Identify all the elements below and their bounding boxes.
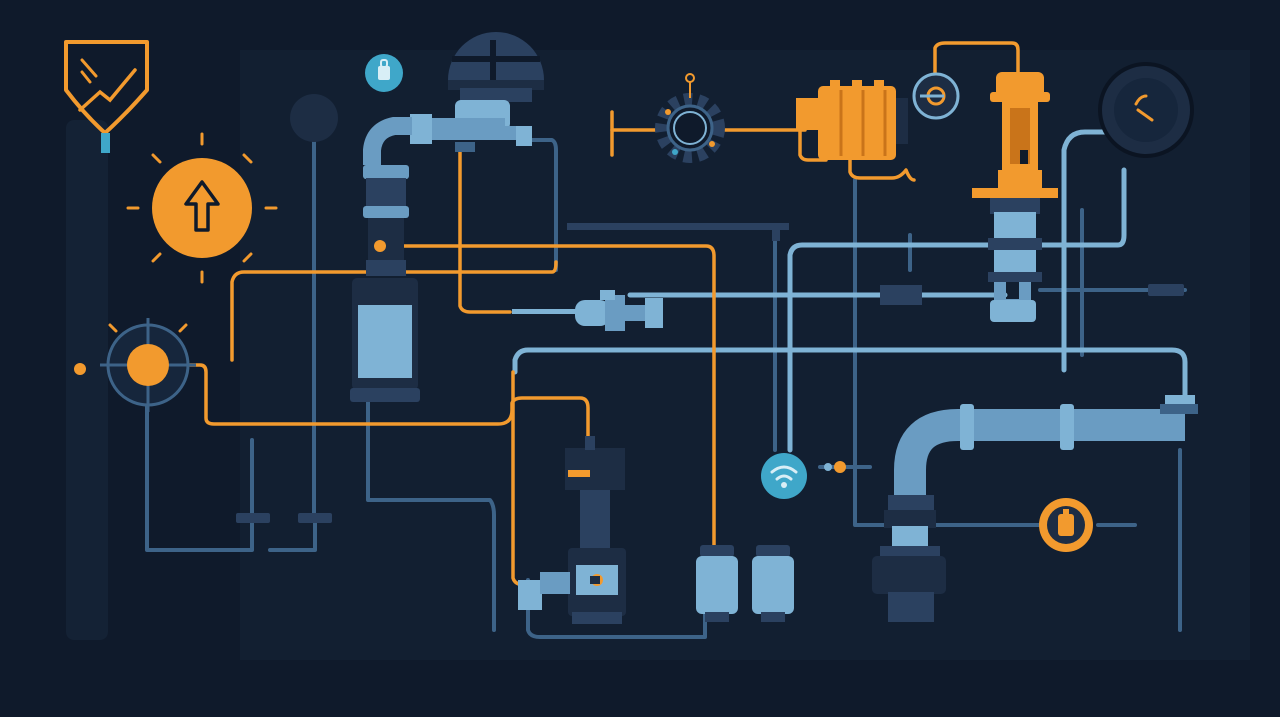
thin-pipe [268,518,317,552]
horizontal-rail [567,223,789,230]
shield-chart-line [78,68,137,112]
pipe-elbow [363,117,412,165]
dark-ball [290,94,338,142]
orange-wire-network [188,41,1020,587]
shield-tag [101,133,110,153]
shield-chart-icon [64,40,149,153]
sun-disc [152,158,252,258]
small-cylinders [696,545,794,622]
orange-cylinder-column [972,72,1058,322]
pipe-feet [236,284,1184,523]
sun-arrow-up-icon [126,132,278,284]
orange-wire [378,244,716,547]
light-pipe [512,347,1188,398]
light-pipe [1061,129,1123,373]
light-pipe [787,167,1127,453]
lock-badge-icon [365,54,403,92]
orange-wire [933,41,1020,97]
background-left-bar [66,120,108,640]
thin-pipe [366,398,496,632]
orange-wire [230,260,558,362]
pipe-foot [298,513,332,523]
sun-rays [126,132,278,284]
valve-dial-icon [1098,62,1194,158]
target-core [127,344,169,386]
target-tick [178,323,188,333]
tank-window [358,305,412,378]
rail-post [772,223,780,241]
vertical-pipe-stack [350,117,420,402]
valve-wheel-icon [410,32,544,152]
thin-pipe [145,398,254,552]
thin-pipe [526,578,707,639]
orange-wire [798,118,828,162]
orange-wire [848,148,916,182]
wifi-badge-icon [761,453,846,499]
target-dot [74,363,86,375]
orange-wire [188,363,590,442]
thin-pipe [528,138,558,272]
shield-outline [64,40,149,135]
control-box-tower [518,436,626,624]
orange-wire [458,148,512,314]
light-pipe-network [512,129,1188,453]
pressure-gauge-icon [912,72,960,120]
battery-badge-icon [1039,498,1093,552]
shield-stripe [80,58,98,84]
pipe-foot [236,513,270,523]
gear-icon [655,73,725,163]
arrow-up-glyph [184,180,220,232]
orange-battery-bank [796,80,908,160]
target-tick [108,323,118,333]
horizontal-valve [512,285,922,331]
pipe-foot [1148,284,1184,296]
large-elbow-pipe [872,395,1198,622]
target-icon [74,318,196,412]
